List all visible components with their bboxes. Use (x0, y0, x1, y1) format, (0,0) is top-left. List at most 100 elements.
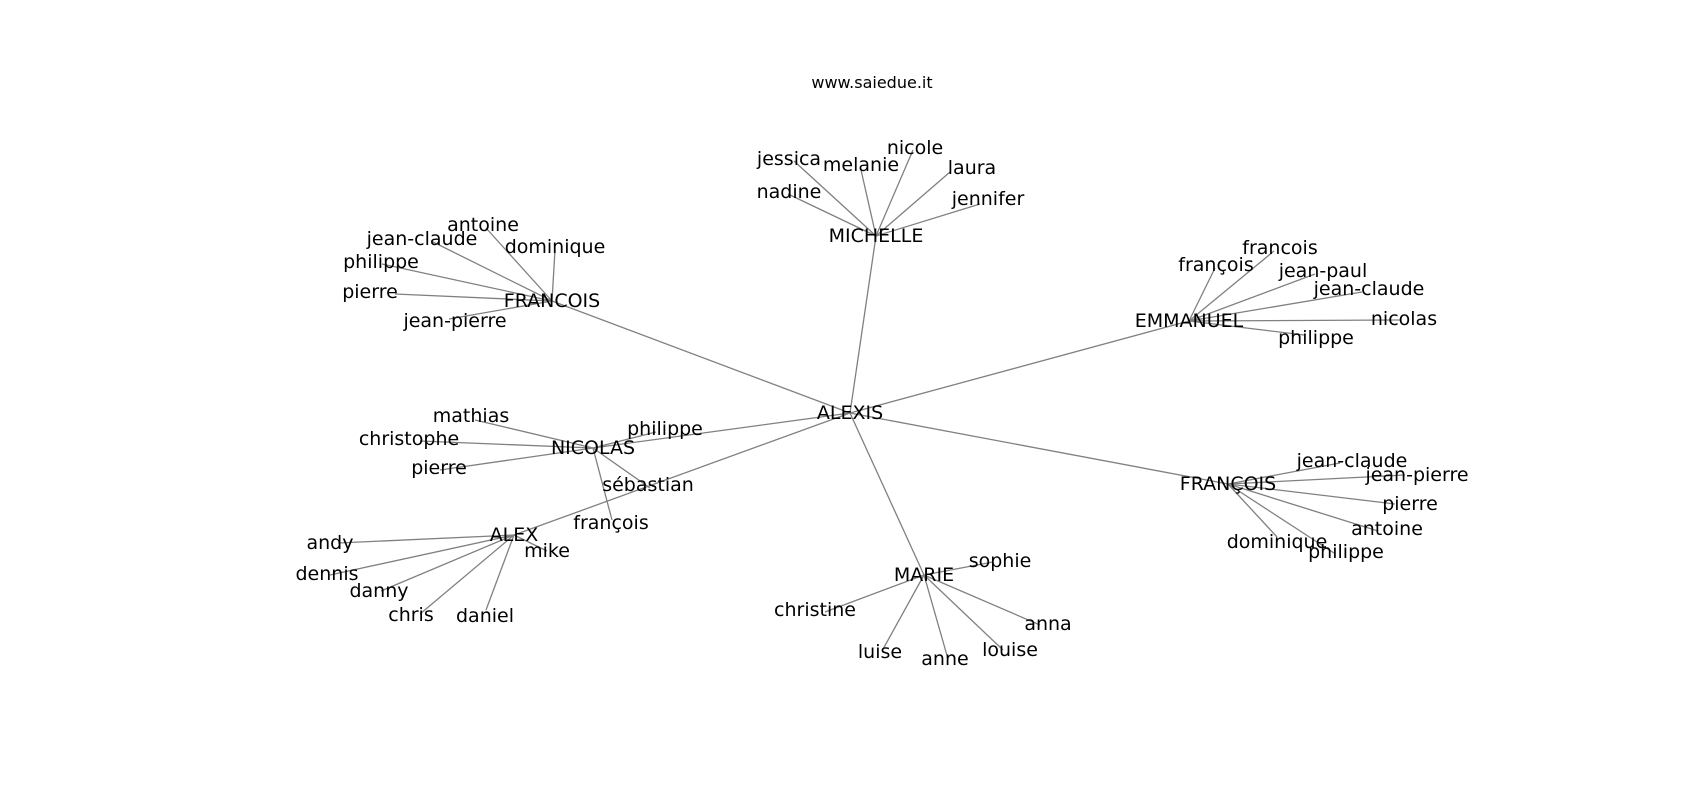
edge-alexis-francois (849, 412, 1229, 485)
leaf-node-alex-andy: andy (307, 532, 354, 554)
edge-emmanuel-jean-paul (1188, 273, 1316, 322)
leaf-node-marie-sophie: sophie (969, 550, 1032, 572)
leaf-node-francois-antoine: antoine (447, 214, 519, 236)
edge-alexis-nicolas (592, 412, 851, 449)
leaf-node-francois-dominique: dominique (1227, 531, 1328, 553)
hub-node-marie: MARIE (894, 564, 954, 586)
hub-node-francois: FRANÇOIS (1180, 473, 1276, 495)
leaf-node-alex-danny: danny (349, 580, 408, 602)
edge-francois-jean-claude (1227, 462, 1341, 485)
edge-alex-chris (419, 534, 515, 615)
edge-alex-andy (337, 534, 515, 544)
leaf-node-nicolas-christophe: christophe (359, 428, 459, 450)
edge-emmanuel-jean-claude (1188, 291, 1363, 322)
leaf-node-michelle-nadine: nadine (757, 181, 822, 203)
hub-node-emmanuel: EMMANUEL (1135, 310, 1244, 332)
edge-marie-christine (824, 574, 925, 613)
edge-francois-pierre (394, 293, 553, 302)
edge-francois-jean-pierre (448, 300, 553, 320)
leaf-node-francois-jean-pierre: jean-pierre (1364, 464, 1468, 486)
leaf-node-nicolas-pierre: pierre (411, 457, 467, 479)
edge-francois-philippe (381, 263, 553, 302)
leaf-node-francois-jean-pierre: jean-pierre (402, 310, 506, 332)
leaf-node-alex-mike: mike (524, 540, 570, 562)
leaf-node-francois-jean-claude: jean-claude (1296, 450, 1408, 472)
hub-node-nicolas: NICOLAS (551, 437, 635, 459)
leaf-node-emmanuel-jean-paul: jean-paul (1278, 260, 1368, 282)
edge-alex-daniel (485, 534, 515, 611)
leaf-node-francois-pierre: pierre (1382, 493, 1438, 515)
edge-francois-philippe (1227, 483, 1335, 554)
edge-alexis-alex (513, 412, 851, 536)
edge-francois-antoine (1227, 483, 1379, 532)
edge-emmanuel-francois (1188, 250, 1275, 322)
edge-michelle-laura (875, 171, 951, 237)
leaf-node-francois-dominique: dominique (505, 236, 606, 258)
edge-francois-pierre (1227, 483, 1396, 505)
edge-alex-mike (513, 534, 548, 552)
leaf-node-nicolas-mathias: mathias (433, 405, 509, 427)
leaf-node-michelle-jessica: jessica (756, 148, 821, 170)
leaf-node-marie-luise: luise (858, 641, 902, 663)
edge-marie-luise (881, 574, 925, 652)
edge-marie-anna (923, 574, 1041, 626)
leaf-node-nicolas-philippe: philippe (627, 418, 703, 440)
leaf-node-marie-christine: christine (774, 599, 856, 621)
leaf-node-nicolas-sebastian: sébastian (602, 474, 694, 496)
leaf-node-francois-antoine: antoine (1351, 518, 1423, 540)
leaf-node-nicolas-francois: françois (573, 512, 648, 534)
hub-node-michelle: MICHELLE (829, 225, 924, 247)
edge-emmanuel-francois (1188, 267, 1216, 322)
edge-alexis-francois (551, 300, 851, 414)
edges (329, 149, 1406, 660)
root-node-alexis: ALEXIS (817, 402, 883, 424)
leaf-node-alex-daniel: daniel (456, 605, 514, 627)
edge-marie-sophie (923, 561, 994, 576)
edge-francois-dominique (1227, 483, 1278, 538)
leaf-node-emmanuel-francois: francois (1242, 237, 1317, 259)
leaf-node-emmanuel-philippe: philippe (1278, 327, 1354, 349)
leaf-node-francois-pierre: pierre (342, 281, 398, 303)
edge-emmanuel-nicolas (1188, 319, 1401, 322)
leaf-node-michelle-laura: laura (948, 157, 996, 179)
edge-nicolas-mathias (474, 419, 594, 449)
edge-michelle-melanie (860, 169, 877, 237)
edge-alexis-emmanuel (849, 320, 1190, 414)
edge-nicolas-francois (592, 447, 613, 521)
leaf-node-alex-dennis: dennis (295, 563, 358, 585)
leaf-node-francois-philippe: philippe (1308, 541, 1384, 563)
leaf-node-emmanuel-francois: françois (1178, 254, 1253, 276)
edge-michelle-jessica (793, 160, 877, 237)
leaf-node-michelle-nicole: nicole (887, 137, 943, 159)
edge-francois-dominique (551, 249, 556, 302)
edge-alex-dennis (329, 534, 515, 576)
leaf-node-alex-chris: chris (388, 604, 433, 626)
edge-michelle-jennifer (875, 203, 981, 237)
hub-node-francois: FRANCOIS (504, 290, 600, 312)
edge-marie-anne (923, 574, 949, 660)
edge-francois-jean-pierre (1227, 474, 1406, 485)
source-caption: www.saiedue.it (811, 73, 932, 92)
edge-michelle-nadine (787, 193, 877, 237)
edge-michelle-nicole (875, 149, 914, 237)
edge-nicolas-christophe (419, 440, 594, 449)
leaf-node-emmanuel-nicolas: nicolas (1371, 308, 1437, 330)
edge-francois-antoine (485, 227, 553, 302)
hub-node-alex: ALEX (490, 524, 539, 546)
leaf-node-francois-philippe: philippe (343, 251, 419, 273)
leaf-node-emmanuel-jean-claude: jean-claude (1313, 278, 1425, 300)
leaf-node-marie-anne: anne (921, 648, 968, 670)
leaf-node-michelle-jennifer: jennifer (951, 188, 1025, 210)
leaf-node-francois-jean-claude: jean-claude (366, 228, 478, 250)
leaf-node-marie-anna: anna (1024, 613, 1071, 635)
edge-alexis-marie (849, 412, 925, 576)
edge-nicolas-philippe (592, 431, 657, 449)
edge-alexis-michelle (849, 235, 877, 414)
edge-emmanuel-philippe (1188, 320, 1305, 336)
edge-alex-danny (380, 534, 515, 592)
edge-marie-louise (923, 574, 1004, 651)
leaf-node-michelle-melanie: melanie (823, 154, 899, 176)
edge-francois-jean-claude (430, 240, 553, 302)
